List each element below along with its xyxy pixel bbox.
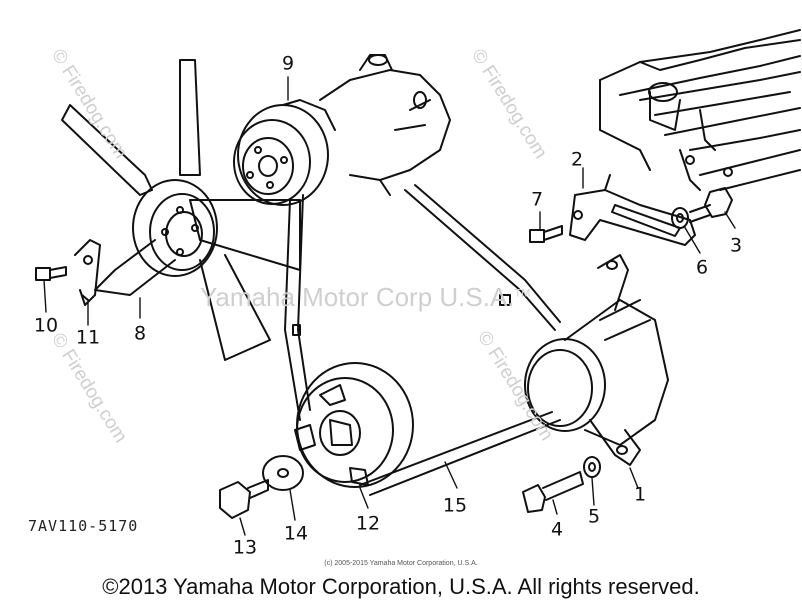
callout-6: 6 — [695, 256, 709, 279]
watermark-main: Yamaha Motor Corp U.S.A.TM — [200, 282, 531, 312]
small-copyright: (c) 2005-2015 Yamaha Motor Corporation, … — [324, 560, 478, 567]
bolt-10-drawing — [35, 266, 67, 281]
v-belt-drawing — [284, 184, 561, 496]
alternator-drawing — [524, 254, 669, 466]
spacer-bracket-drawing — [74, 239, 101, 306]
adjusting-bracket-drawing — [569, 174, 696, 246]
bolt-7-drawing — [529, 225, 563, 243]
water-pump-drawing — [319, 54, 451, 196]
washer-6-drawing — [671, 207, 689, 229]
callout-11: 11 — [75, 326, 101, 349]
callout-13: 13 — [232, 536, 258, 559]
callout-3: 3 — [729, 234, 743, 257]
bolt-13-drawing — [219, 479, 269, 519]
crank-pulley-drawing — [294, 362, 414, 488]
washer-14-drawing — [262, 455, 304, 491]
copyright-notice: ©2013 Yamaha Motor Corporation, U.S.A. A… — [102, 574, 700, 599]
pump-pulley-drawing — [233, 99, 336, 206]
drawing-code: 7AV110-5170 — [28, 517, 139, 535]
callout-9: 9 — [281, 52, 295, 75]
leader-lines — [43, 76, 736, 536]
callout-5: 5 — [587, 505, 601, 528]
callout-2: 2 — [570, 148, 584, 171]
callout-8: 8 — [133, 322, 147, 345]
bolt-4-drawing — [522, 471, 584, 513]
engine-head-drawing — [599, 29, 801, 191]
callout-15: 15 — [442, 494, 468, 517]
bolt-3-drawing — [689, 187, 733, 223]
washer-5-drawing — [583, 456, 601, 478]
callout-4: 4 — [550, 518, 564, 541]
callout-7: 7 — [530, 188, 544, 211]
callout-10: 10 — [33, 314, 59, 337]
callout-14: 14 — [283, 522, 309, 545]
callout-12: 12 — [355, 512, 381, 535]
callout-1: 1 — [633, 483, 647, 506]
